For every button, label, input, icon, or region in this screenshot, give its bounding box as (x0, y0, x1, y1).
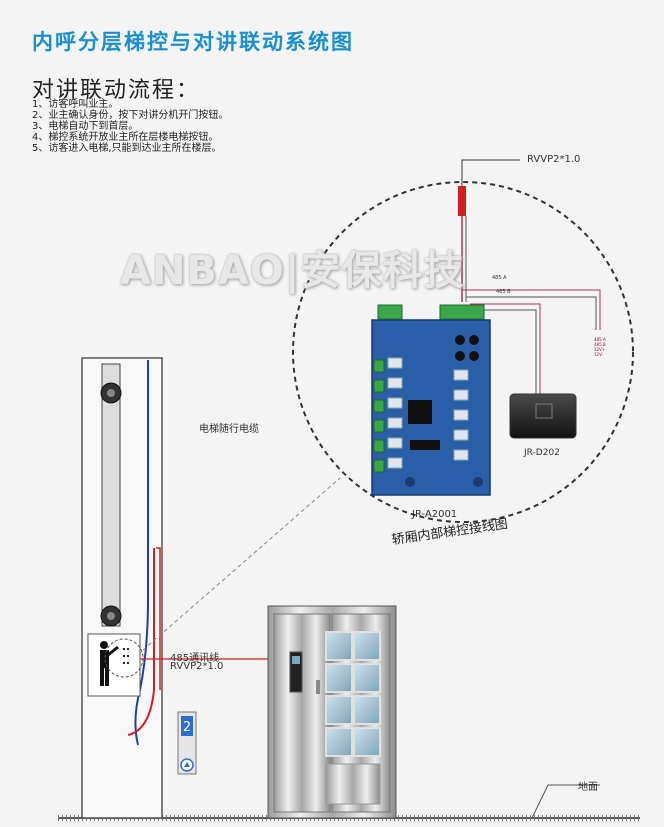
car-panel (87, 633, 141, 697)
ground-leader (531, 784, 600, 819)
door-glass-grid (325, 631, 381, 757)
tiny-label: 12V+ (594, 347, 606, 352)
flow-step: 2、业主确认身份，按下对讲分机开门按钮。 (32, 110, 229, 121)
floor-buttons-icon (123, 648, 129, 664)
bus-b-label: 485 B (496, 289, 511, 295)
person-icon (100, 641, 119, 686)
tiny-label: 12V- (594, 352, 604, 357)
card-reader (509, 393, 577, 439)
relay-terminals (373, 359, 385, 473)
cable-top-connector (458, 186, 466, 216)
flow-step: 3、电梯自动下到首层。 (32, 121, 139, 132)
flow-heading: 对讲联动流程： (32, 78, 201, 103)
cable-top-leader (461, 159, 520, 186)
tiny-label: 485 B (594, 342, 606, 347)
detail-connector (142, 477, 341, 651)
cable-top-label: RVVP2*1.0 (527, 154, 581, 165)
flow-step: 4、梯控系统开放业主所在层楼电梯按钮。 (32, 132, 219, 143)
watermark-logo: ANBAO|安保科技 (120, 248, 465, 294)
floor-display (181, 716, 193, 736)
elevator-shaft (81, 357, 163, 819)
detail-circle (292, 181, 634, 523)
card-icon (535, 403, 553, 419)
controller-board (371, 304, 491, 496)
diagram-title: 内呼分层梯控与对讲联动系统图 (32, 30, 354, 54)
tiny-wire-labels: 485 A 485 B 12V+ 12V- (594, 337, 606, 357)
door-handle (316, 680, 320, 694)
reader-label: JR-D202 (524, 448, 560, 458)
flow-step: 1、访客呼叫业主。 (32, 99, 119, 110)
traveling-cable-label: 电梯随行电缆 (199, 424, 259, 435)
comm-line-label: 485通讯线 (170, 653, 220, 664)
controller-label: JR-A2001 (412, 509, 458, 520)
tiny-label: 485 A (594, 337, 606, 342)
up-arrow-icon (184, 762, 190, 767)
bus-a-label: 485 A (492, 275, 507, 281)
comm-cable-label: RVVP2*1.0 (170, 661, 224, 672)
ground-label: 地面 (578, 782, 598, 793)
floor-number: 2 (183, 720, 191, 735)
detail-marker (104, 638, 144, 678)
flow-step: 5、访客进入电梯,只能到达业主所在楼层。 (32, 143, 222, 154)
red-cable (127, 548, 155, 736)
flow-steps: 1、访客呼叫业主。 2、业主确认身份，按下对讲分机开门按钮。 3、电梯自动下到首… (32, 99, 228, 154)
blue-cable (134, 360, 149, 746)
